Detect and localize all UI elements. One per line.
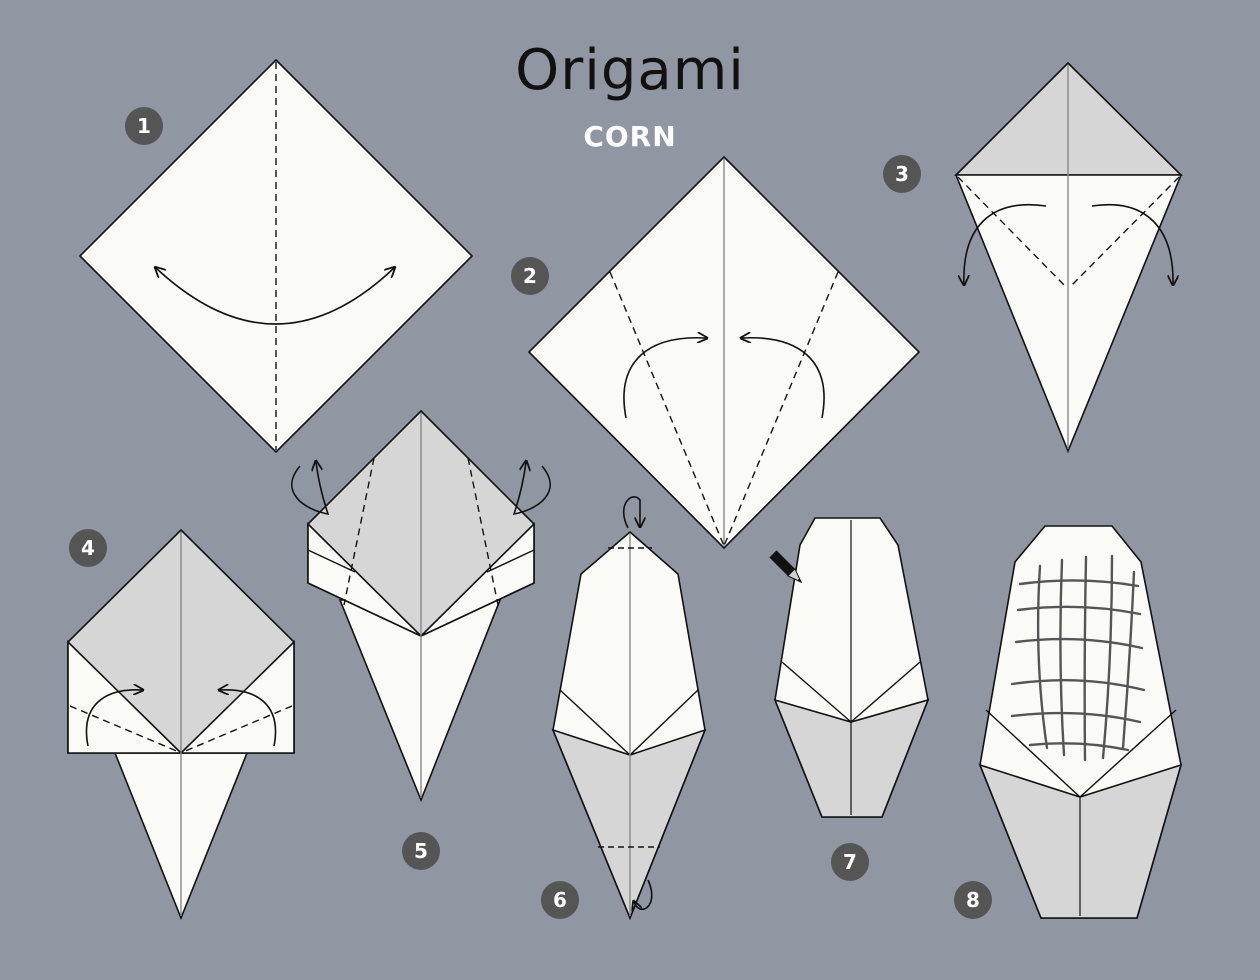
step-2-fold-arrow-left — [623, 338, 706, 419]
step-6-diagram — [551, 496, 707, 921]
step-4-diagram — [67, 528, 295, 921]
step-5-fold-arrow-left — [291, 462, 330, 516]
step-4-fold-arrow-left — [85, 690, 142, 747]
step-5-diagram — [291, 409, 551, 803]
step-badge-2: 2 — [511, 257, 549, 295]
step-6-shaded-lower — [551, 728, 707, 921]
step-1-fold-arrow — [156, 268, 394, 325]
step-4-white-left — [67, 640, 183, 754]
step-number-7: 7 — [843, 850, 857, 874]
step-number-6: 6 — [553, 888, 567, 912]
step-badge-7: 7 — [831, 843, 869, 881]
pencil-icon — [769, 550, 803, 584]
step-8-kernel-grid — [1010, 554, 1146, 762]
page-subtitle: CORN — [583, 120, 677, 153]
step-2-diagram — [527, 155, 921, 550]
step-2-fold-arrow-right — [742, 338, 825, 419]
step-number-8: 8 — [966, 888, 980, 912]
step-5-fold-line-right — [467, 457, 499, 606]
step-4-fold-line-left — [69, 705, 180, 753]
step-4-white-right — [179, 640, 295, 754]
step-badge-4: 4 — [69, 529, 107, 567]
step-8-diagram — [978, 525, 1183, 919]
step-5-white-left — [307, 522, 422, 637]
step-1-diagram — [78, 58, 474, 454]
step-badge-6: 6 — [541, 881, 579, 919]
step-4-fold-arrow-right — [220, 690, 277, 747]
step-3-fold-line-right — [1069, 176, 1180, 288]
step-number-2: 2 — [523, 264, 537, 288]
step-3-diagram — [954, 61, 1183, 454]
step-badge-8: 8 — [954, 881, 992, 919]
step-3-fold-arrow-right — [1091, 204, 1173, 284]
step-badge-1: 1 — [125, 107, 163, 145]
step-2-fold-line-left — [609, 271, 725, 547]
step-5-edge-right — [486, 549, 535, 573]
step-3-fold-line-left — [957, 176, 1067, 288]
step-5-fold-arrow-right — [512, 462, 551, 516]
step-6-fold-arrow-top — [622, 496, 640, 529]
step-number-3: 3 — [895, 162, 909, 186]
page-title: Origami — [515, 38, 745, 103]
step-7-diagram — [769, 517, 930, 818]
step-badge-5: 5 — [402, 832, 440, 870]
step-5-white-right — [420, 522, 535, 637]
step-5-edge-left — [307, 549, 356, 573]
step-5-fold-line-left — [343, 457, 375, 606]
step-6-fold-arrow-bottom — [634, 879, 653, 909]
step-number-5: 5 — [414, 839, 428, 863]
step-4-fold-line-right — [182, 705, 293, 753]
step-number-4: 4 — [81, 536, 95, 560]
step-2-fold-line-right — [723, 271, 839, 547]
step-3-fold-arrow-left — [964, 204, 1047, 284]
step-badge-3: 3 — [883, 155, 921, 193]
step-badges: 1 2 3 4 5 6 7 8 — [69, 107, 992, 919]
step-number-1: 1 — [137, 114, 151, 138]
